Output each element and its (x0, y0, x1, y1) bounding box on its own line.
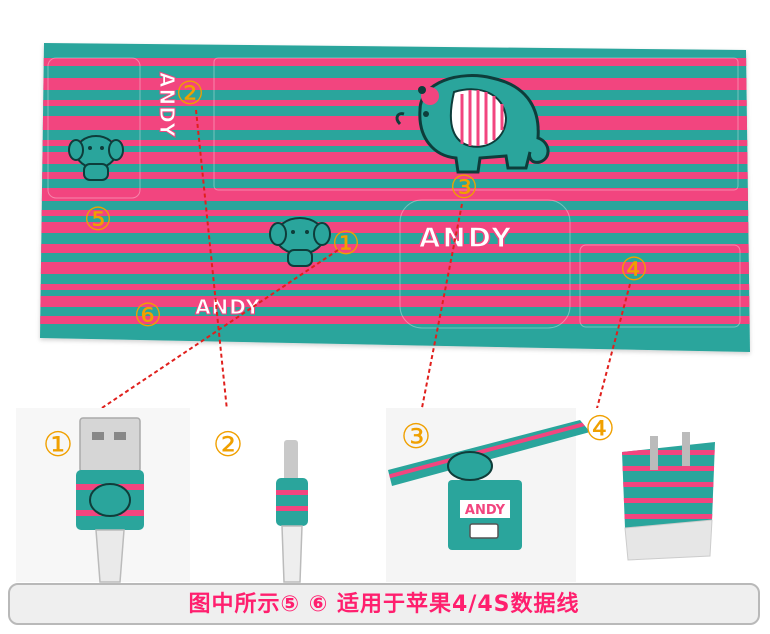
marker-4-sheet: ④ (620, 250, 649, 288)
elephant-illustration-small (269, 217, 331, 267)
marker-2-photo: ② (213, 425, 243, 465)
leader-lines (65, 109, 631, 433)
charger-wrapped-photo: ANDY (386, 408, 590, 582)
marker-5-sheet: ⑤ (84, 200, 113, 238)
marker-4-photo: ④ (585, 409, 615, 449)
pink-stripes (40, 58, 750, 324)
marker-1-sheet: ① (332, 224, 361, 262)
marker-3-photo: ③ (401, 417, 431, 457)
charger-brand-text: ANDY (465, 503, 506, 518)
caption-bar: 图中所示⑤ ⑥ 适用于苹果4/4S数据线 (8, 583, 760, 625)
marker-2-sheet: ② (176, 74, 205, 112)
photo-markers: ① ② ③ ④ (43, 409, 615, 465)
cut-lines (47, 57, 741, 329)
elephant-illustration-large (395, 74, 550, 174)
usb-cable-photo (16, 408, 190, 583)
brand-text-large: ANDY (419, 221, 514, 254)
marker-3-sheet: ③ (450, 168, 479, 206)
marker-1-photo: ① (43, 425, 73, 465)
sticker-sheet: ANDY ANDY ANDY ② ⑤ ① ③ ④ ⑥ (40, 43, 750, 352)
lightning-cable-photo (206, 408, 380, 583)
caption-text: 图中所示⑤ ⑥ 适用于苹果4/4S数据线 (188, 592, 580, 617)
wall-charger-photo (588, 408, 754, 582)
brand-text-vertical: ANDY (155, 72, 179, 138)
sheet-markers: ② ⑤ ① ③ ④ ⑥ (84, 74, 649, 334)
marker-6-sheet: ⑥ (134, 296, 163, 334)
elephant-illustration-side (68, 135, 124, 181)
brand-text-small: ANDY (195, 295, 261, 319)
